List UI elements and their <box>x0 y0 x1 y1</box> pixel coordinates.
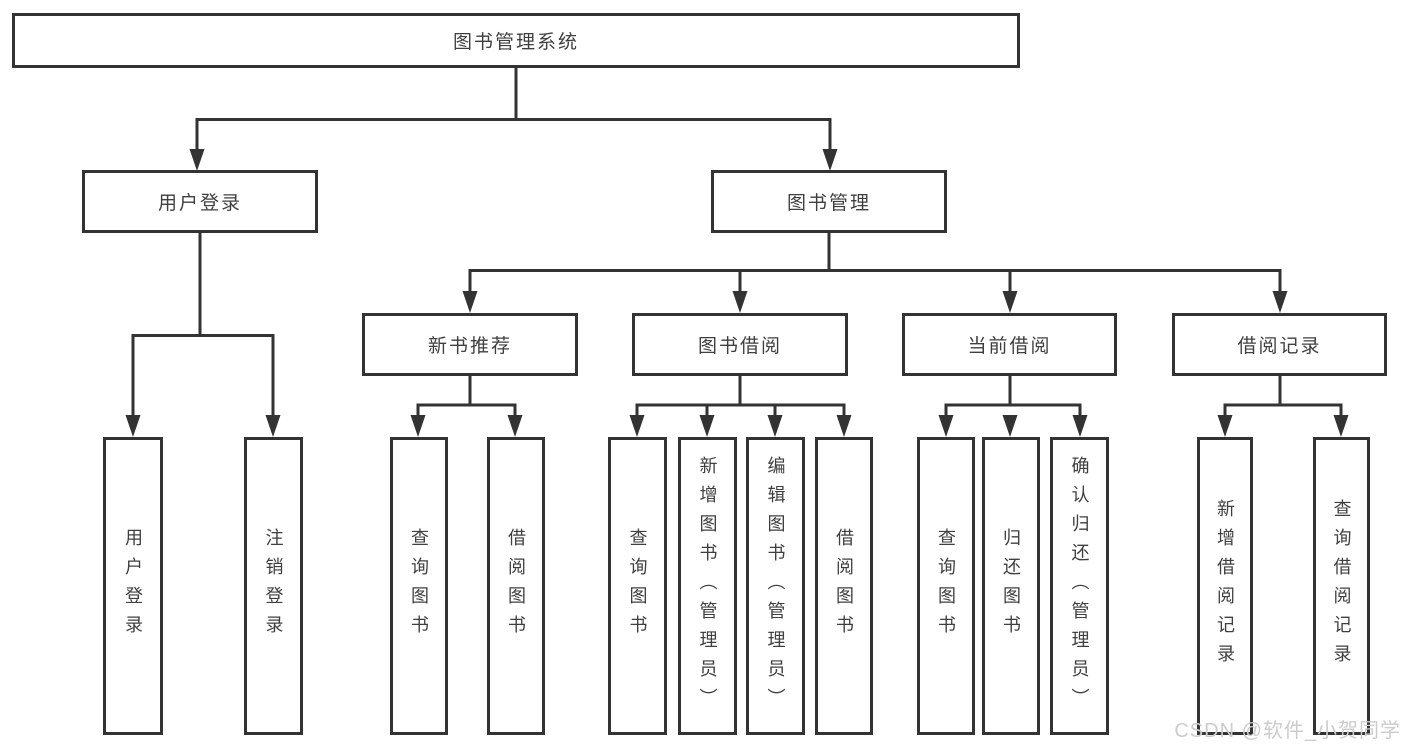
node-borrowing-records: 借阅记录 <box>1172 313 1387 376</box>
node-current-borrowing: 当前借阅 <box>902 313 1117 376</box>
node-leaf-logout: 注销登录 <box>244 437 303 735</box>
node-leaf-add-borrow-record: 新增借阅记录 <box>1197 437 1253 735</box>
node-leaf-edit-books-admin: 编辑图书（管理员） <box>746 437 805 735</box>
node-leaf-query-borrow-record: 查询借阅记录 <box>1313 437 1370 735</box>
node-leaf-user-login: 用户登录 <box>103 437 163 735</box>
node-leaf-borrow-books-1: 借阅图书 <box>487 437 545 735</box>
node-leaf-borrow-books-2: 借阅图书 <box>815 437 873 735</box>
node-leaf-add-books-admin: 新增图书（管理员） <box>678 437 737 735</box>
node-book-borrowing: 图书借阅 <box>632 313 848 376</box>
node-new-book-recommend: 新书推荐 <box>362 313 578 376</box>
node-root: 图书管理系统 <box>12 13 1020 68</box>
node-leaf-return-books: 归还图书 <box>982 437 1040 735</box>
node-leaf-query-books-1: 查询图书 <box>390 437 448 735</box>
node-leaf-query-books-2: 查询图书 <box>608 437 667 735</box>
node-leaf-query-books-3: 查询图书 <box>917 437 975 735</box>
node-user-login-branch: 用户登录 <box>82 170 318 233</box>
arrowhead-icons <box>125 149 1349 437</box>
node-leaf-confirm-return-admin: 确认归还（管理员） <box>1050 437 1109 735</box>
node-book-management-branch: 图书管理 <box>711 170 947 233</box>
